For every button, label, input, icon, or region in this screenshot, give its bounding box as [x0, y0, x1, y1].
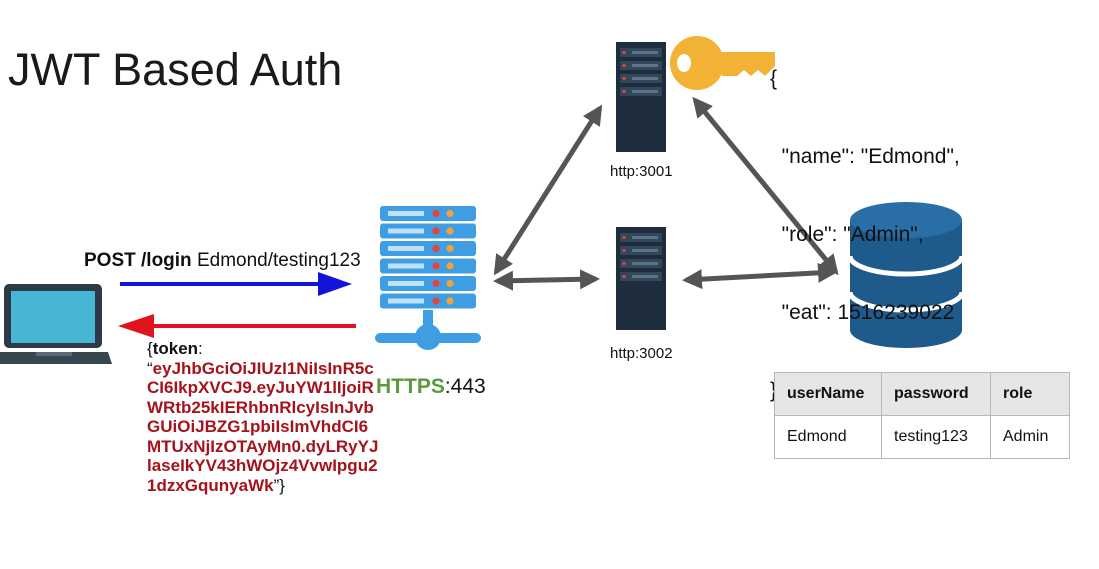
key-icon [670, 36, 775, 90]
server-3002-label: http:3002 [610, 345, 673, 362]
server-3001-label: http:3001 [610, 163, 673, 180]
users-table: userName password role Edmond testing123… [774, 372, 1070, 459]
server-status-light [622, 261, 626, 266]
gateway-status-light [446, 209, 454, 218]
token-open-brace: { [147, 339, 153, 358]
gateway-protocol: HTTPS [376, 375, 445, 398]
cell-role: Admin [990, 415, 1070, 459]
gateway-port: :443 [444, 375, 486, 398]
server-status-light [622, 76, 626, 81]
request-arrow [120, 272, 352, 296]
jwt-payload: { "name": "Edmond", "role": "Admin", "ea… [770, 14, 960, 430]
server-rack-slot [632, 51, 658, 54]
server-status-light [622, 63, 626, 68]
column-header-role: role [990, 372, 1070, 416]
token-quote-close: ”} [273, 475, 285, 495]
gateway-rack-unit [380, 241, 476, 256]
jwt-payload-line: { [770, 67, 778, 90]
server-status-light [622, 50, 626, 55]
server-rack-slot [632, 77, 658, 80]
gateway-rack-slot [388, 263, 424, 269]
jwt-payload-line: "role": "Admin", [770, 223, 924, 246]
token-response: {token: “eyJhbGciOiJIUzI1NiIsInR5cCI6Ikp… [147, 339, 382, 495]
gateway-rack-unit [380, 223, 476, 239]
laptop-icon [0, 284, 112, 364]
cell-password: testing123 [881, 415, 991, 459]
gateway-rack-unit [380, 293, 476, 309]
server-rack-slot [632, 64, 658, 67]
page-title: JWT Based Auth [8, 44, 343, 95]
connector-gateway-server3002 [493, 269, 600, 291]
token-quote-open: “ [147, 358, 153, 378]
jwt-payload-line: "name": "Edmond", [770, 145, 960, 168]
gateway-rack-slot [388, 211, 424, 216]
server-3002-icon [616, 227, 666, 330]
gateway-status-light [432, 227, 440, 235]
token-key: token [152, 339, 199, 358]
gateway-server-icon [375, 206, 481, 350]
gateway-status-light [432, 279, 440, 288]
connector-server3001-database [692, 96, 839, 276]
gateway-rack-unit [380, 276, 476, 291]
server-rack-slot [632, 249, 658, 252]
response-arrow [118, 314, 356, 338]
column-header-password: password [881, 372, 991, 416]
server-status-light [622, 248, 626, 253]
jwt-payload-line: "eat": 1516239022 [770, 301, 955, 324]
server-rack-slot [632, 275, 658, 278]
request-credentials: Edmond/testing123 [196, 250, 361, 271]
gateway-status-light [446, 227, 454, 235]
gateway-rack-slot [388, 298, 424, 304]
login-request-label: POST /login Edmond/testing123 [84, 250, 361, 272]
server-status-light [622, 274, 626, 279]
gateway-rack-unit [380, 258, 476, 274]
gateway-status-light [432, 244, 440, 253]
gateway-status-light [446, 262, 454, 270]
server-rack-slot [632, 262, 658, 265]
gateway-rack-slot [388, 281, 424, 286]
database-icon [847, 202, 965, 348]
table-row: Edmond testing123 Admin [774, 415, 1070, 459]
gateway-status-light [432, 262, 440, 270]
gateway-status-light [432, 209, 440, 218]
server-rack-slot [632, 90, 658, 93]
gateway-rack-slot [388, 246, 424, 251]
server-status-light [622, 89, 626, 94]
token-colon: : [198, 339, 203, 358]
server-status-light [622, 235, 626, 240]
request-method-path: POST /login [84, 250, 192, 271]
connector-gateway-server3001 [493, 104, 603, 276]
token-value: eyJhbGciOiJIUzI1NiIsInR5cCI6IkpXVCJ9.eyJ… [147, 358, 379, 495]
gateway-status-light [432, 297, 440, 305]
gateway-rack-unit [380, 206, 476, 221]
gateway-rack-slot [388, 228, 424, 234]
jwt-payload-line: } [770, 379, 778, 402]
gateway-status-light [446, 297, 454, 305]
server-3001-icon [616, 42, 666, 152]
server-rack-slot [632, 236, 658, 239]
table-header-row: userName password role [774, 372, 1070, 416]
gateway-status-light [446, 279, 454, 288]
column-header-username: userName [774, 372, 882, 416]
gateway-label: HTTPS:443 [376, 375, 486, 399]
gateway-status-light [446, 244, 454, 253]
cell-username: Edmond [774, 415, 882, 459]
